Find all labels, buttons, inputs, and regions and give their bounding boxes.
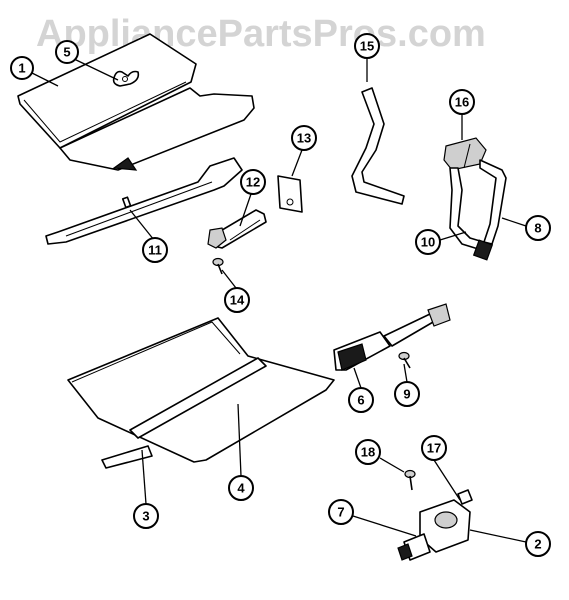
callout-11-label: 11 (148, 243, 162, 258)
wing-nut-part (112, 70, 140, 87)
callout-7: 7 (328, 499, 354, 525)
screw-18-part (404, 469, 416, 491)
igniter-part (333, 303, 451, 371)
callout-10: 10 (415, 229, 441, 255)
callout-9-label: 9 (403, 387, 410, 402)
burner-tube-part (45, 157, 243, 245)
callout-13-label: 13 (297, 131, 311, 146)
callout-14-label: 14 (230, 293, 245, 308)
callout-8-label: 8 (534, 221, 541, 236)
callout-6-label: 6 (357, 393, 364, 408)
callout-9: 9 (394, 381, 420, 407)
callout-2-label: 2 (534, 537, 541, 552)
callout-11: 11 (142, 237, 168, 263)
callout-3-label: 3 (142, 509, 149, 524)
tube-15-part (351, 87, 405, 205)
callout-10-label: 10 (421, 235, 435, 250)
burner-orifice-part (207, 209, 267, 249)
callout-5-label: 5 (63, 45, 70, 60)
callout-1: 1 (10, 56, 34, 80)
leader-lines (29, 57, 527, 543)
callout-2: 2 (525, 531, 551, 557)
callout-12: 12 (240, 169, 266, 195)
callout-17-label: 17 (427, 441, 441, 456)
burner-cover-part (17, 33, 255, 171)
callout-18-label: 18 (361, 445, 375, 460)
callout-14: 14 (224, 287, 250, 313)
callout-15: 15 (354, 33, 380, 59)
screw-9-part (398, 351, 411, 369)
callout-6: 6 (348, 387, 374, 413)
igniter-assembly-part (443, 137, 507, 261)
screw-14-part (212, 257, 224, 275)
callout-17: 17 (421, 435, 447, 461)
callout-12-label: 12 (246, 175, 260, 190)
callout-7-label: 7 (337, 505, 344, 520)
clip-part (277, 175, 303, 213)
callout-15-label: 15 (360, 39, 374, 54)
callout-1-label: 1 (18, 61, 25, 76)
callout-16-label: 16 (455, 95, 469, 110)
callout-13: 13 (291, 125, 317, 151)
heat-deflector-part (67, 317, 335, 469)
callout-3: 3 (133, 503, 159, 529)
watermark-text: AppliancePartsPros.com (36, 13, 486, 55)
callout-4-label: 4 (237, 481, 245, 496)
callout-18: 18 (355, 439, 381, 465)
callout-4: 4 (228, 475, 254, 501)
gas-valve-part (397, 489, 473, 561)
callout-8: 8 (525, 215, 551, 241)
callout-5: 5 (55, 40, 79, 64)
callout-16: 16 (449, 89, 475, 115)
